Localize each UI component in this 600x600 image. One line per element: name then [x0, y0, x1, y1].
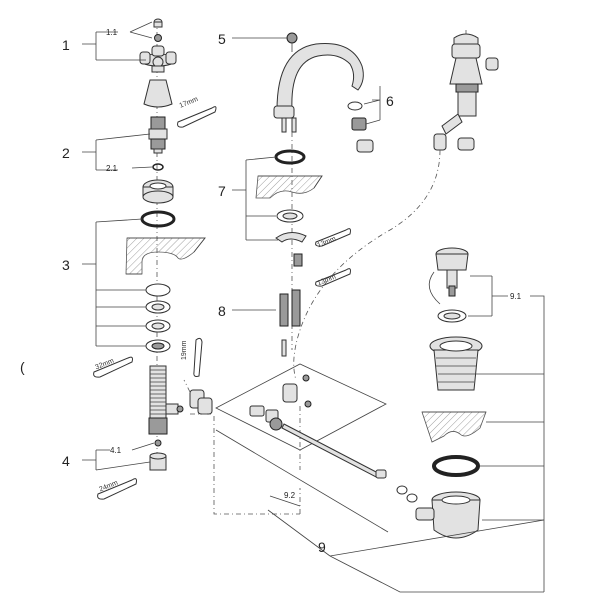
wrench-17mm: 17mm [177, 96, 217, 128]
spout-assembly: 13mm 13mm [232, 32, 381, 357]
mixing-body-linkage [190, 363, 418, 533]
handle-cap [153, 18, 163, 42]
spout-body [276, 42, 364, 111]
wrench-19mm: 19mm [181, 337, 203, 377]
right-valve-assembly [293, 30, 499, 381]
large-o-ring [140, 210, 176, 228]
drain-countertop-section [421, 411, 487, 443]
wrench-13mm-upper: 13mm [315, 228, 351, 249]
shank-nut [149, 439, 167, 471]
valve-cartridge [148, 116, 168, 154]
label-3: 3 [62, 257, 70, 273]
wrench-32mm: 32mm [93, 356, 133, 378]
countertop-section [125, 237, 206, 275]
label-8: 8 [218, 303, 226, 319]
drain-gasket [432, 455, 480, 477]
label-5: 5 [218, 31, 226, 47]
drain-tailpiece [415, 491, 481, 539]
elbow-fitting [183, 379, 213, 415]
pop-up-rod [269, 417, 387, 479]
label-9-1: 9.1 [510, 292, 522, 301]
svg-text:19mm: 19mm [181, 340, 188, 360]
label-1-1: 1.1 [106, 28, 118, 37]
wrench-13mm-lower: 13mm [315, 268, 351, 288]
drain-stopper [428, 247, 469, 323]
label-2: 2 [62, 145, 70, 161]
spout-countertop-section [255, 175, 323, 199]
label-4: 4 [62, 453, 70, 469]
callout-labels: 1 1.1 2 2.1 3 4 4.1 5 6 7 8 9 9.1 9.2 ( [20, 28, 522, 555]
pop-up-drain-assembly [267, 247, 545, 593]
svg-text:13mm: 13mm [316, 274, 337, 288]
label-9-2: 9.2 [284, 491, 296, 500]
label-4-1: 4.1 [110, 446, 122, 455]
cartridge-o-ring [152, 163, 164, 171]
label-9: 9 [318, 539, 326, 555]
svg-text:17mm: 17mm [178, 96, 199, 110]
label-7: 7 [218, 183, 226, 199]
drain-body [429, 336, 483, 391]
wrench-24mm: 24mm [97, 478, 137, 500]
valve-nut [142, 179, 174, 204]
stray-mark: ( [20, 359, 25, 375]
label-1: 1 [62, 37, 70, 53]
cross-handle [139, 45, 177, 73]
threaded-shank [148, 365, 184, 435]
left-valve-assembly: 17mm 32mm 19mm 24mm [82, 18, 217, 500]
label-2-1: 2.1 [106, 164, 118, 173]
label-6: 6 [386, 93, 394, 109]
handle-shroud [143, 79, 173, 108]
flex-hose-path-right [293, 149, 441, 381]
